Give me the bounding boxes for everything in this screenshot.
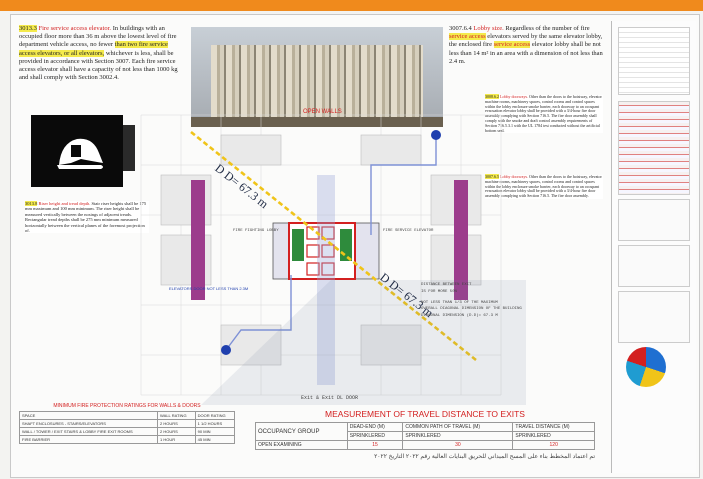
distance-note-line: IS FOR MORE 50% bbox=[421, 290, 458, 294]
table-subheader: SPRINKLERED bbox=[402, 431, 514, 441]
table-header: SPACE bbox=[18, 411, 159, 420]
note-title: Fire service access elevator. bbox=[38, 25, 112, 32]
distance-note-line: DIAGONAL DIMENSION (D.D)= 67.3 M bbox=[421, 314, 498, 318]
distance-note-line: DISTANCE BETWEEN EXIT bbox=[421, 283, 472, 287]
note-text: elevators served by the same elevator lo… bbox=[449, 33, 603, 49]
table-cell: OPEN EXAMINING bbox=[255, 440, 348, 450]
bottom-exit-label: Exit & Exit DL DOOR bbox=[301, 395, 359, 401]
dark-strip bbox=[123, 125, 135, 171]
table-cell: 2 HOURS bbox=[157, 427, 196, 436]
authority-logo bbox=[626, 347, 666, 387]
table-header: DEAD-END (M) bbox=[346, 422, 404, 432]
riser-height-note: 3013.8 Riser height and tread depth. Sta… bbox=[25, 201, 149, 234]
table-title: MEASUREMENT OF TRAVEL DISTANCE TO EXITS bbox=[325, 409, 525, 419]
note-text: Other than the doors to the hoistway, el… bbox=[485, 174, 602, 199]
fire-helmet-icon bbox=[31, 115, 123, 187]
note-title: Lobby size. bbox=[473, 25, 504, 32]
distance-note-line: OVERALL DIAGONAL DIMENSION OF THE BUILDI… bbox=[421, 307, 522, 311]
top-accent-bar bbox=[0, 0, 703, 11]
lobby-size-note: 3007.6.4 Lobby size. Regardless of the n… bbox=[449, 25, 609, 66]
table-subheader: SPRINKLERED bbox=[512, 431, 595, 441]
note-ref: 3007.6.4 bbox=[449, 25, 472, 32]
table-cell: 1 HOUR bbox=[157, 435, 196, 444]
open-walls-label: OPEN WALLS bbox=[303, 109, 342, 115]
table-cell: WALL / TOWER / EXIT STAIRS & LOBBY FIRE … bbox=[18, 427, 159, 436]
table-header: DOOR RATING bbox=[194, 411, 236, 420]
note-text: Other than the doors to the hoistway, el… bbox=[485, 94, 602, 133]
note-ref: 3013.3 bbox=[19, 25, 37, 32]
note-text: whichever is less, shall be provided in … bbox=[19, 49, 178, 82]
note-ref: 3008.6.2 bbox=[485, 94, 499, 99]
table-cell: 45 MIN bbox=[194, 435, 236, 444]
table-subheader: SPRINKLERED bbox=[346, 431, 404, 441]
note-title: Lobby doorways. bbox=[500, 94, 528, 99]
table-row: OPEN EXAMINING 15 30 120 bbox=[255, 440, 595, 450]
drawing-sheet: 3013.3 Fire service access elevator. In … bbox=[10, 14, 700, 478]
row-label: OCCUPANCY GROUP bbox=[255, 422, 348, 441]
lobby-doorways-note-1: 3008.6.2 Lobby doorways. Other than the … bbox=[485, 94, 603, 134]
note-highlight: service access bbox=[449, 33, 486, 41]
table-header: TRAVEL DISTANCE (M) bbox=[512, 422, 595, 432]
table-header: WALL RATING bbox=[157, 411, 196, 420]
note-ref: 3013.8 bbox=[25, 201, 38, 206]
table-row: SHAFT ENCLOSURES - STAIRS/ELEVATORS 2 HO… bbox=[18, 419, 236, 428]
building-photo bbox=[191, 27, 443, 127]
fire-service-elevator-note: 3013.3 Fire service access elevator. In … bbox=[19, 25, 185, 82]
table-header: COMMON PATH OF TRAVEL (M) bbox=[402, 422, 514, 432]
floor-plan-drawing bbox=[140, 114, 526, 405]
table-cell: 30 bbox=[402, 440, 514, 450]
travel-distance-table: MEASUREMENT OF TRAVEL DISTANCE TO EXITS … bbox=[255, 409, 595, 460]
floor-plan: OPEN WALLS D D= 67.3 m D D= 67.3 m ELEVA… bbox=[121, 105, 526, 405]
elevators-door-label: ELEVATORS DOOR NOT LESS THAN 2.3M bbox=[169, 286, 249, 291]
room-label: FIRE FIGHTING LOBBY bbox=[233, 229, 279, 233]
table-cell: 1 1/2 HOURS bbox=[194, 419, 236, 428]
table-cell: FIRE BARRIER bbox=[18, 435, 159, 444]
stair-right bbox=[454, 180, 468, 300]
note-ref: 3007.6.5 bbox=[485, 174, 499, 179]
table-cell: SHAFT ENCLOSURES - STAIRS/ELEVATORS bbox=[18, 419, 159, 428]
table-cell: 120 bbox=[512, 440, 595, 450]
table-cell: 90 MIN bbox=[194, 427, 236, 436]
table-cell: 15 bbox=[346, 440, 404, 450]
note-title: Lobby doorways. bbox=[500, 174, 528, 179]
note-text: In buildings with an occupied floor more… bbox=[19, 25, 177, 49]
note-text: Regardless of the number of fire bbox=[503, 25, 590, 32]
distance-note-line: NOT LESS THAN 1/3 OF THE MAXIMUM bbox=[421, 301, 498, 305]
note-title: Riser height and tread depth. bbox=[38, 201, 91, 206]
table-row: WALL / TOWER / EXIT STAIRS & LOBBY FIRE … bbox=[18, 427, 236, 436]
table-title: MINIMUM FIRE PROTECTION RATINGS FOR WALL… bbox=[53, 403, 201, 409]
table-cell: 2 HOURS bbox=[157, 419, 196, 428]
stair-left bbox=[191, 180, 205, 300]
room-label: FIRE SERVICE ELEVATOR bbox=[383, 229, 434, 233]
note-text: Stair riser heights shall be 175 mm maxi… bbox=[25, 201, 147, 234]
note-highlight: service access bbox=[493, 41, 531, 49]
fire-ratings-table: MINIMUM FIRE PROTECTION RATINGS FOR WALL… bbox=[18, 403, 236, 444]
arabic-approval-line: تم اعتماد المخطط بناء على المسح الميداني… bbox=[374, 454, 595, 460]
table-row: FIRE BARRIER 1 HOUR 45 MIN bbox=[18, 435, 236, 444]
title-block bbox=[611, 21, 696, 473]
lobby-doorways-note-2: 3007.6.5 Lobby doorways. Other than the … bbox=[485, 174, 603, 199]
note-text: elevator lobby shall be not less than 14… bbox=[449, 41, 603, 65]
